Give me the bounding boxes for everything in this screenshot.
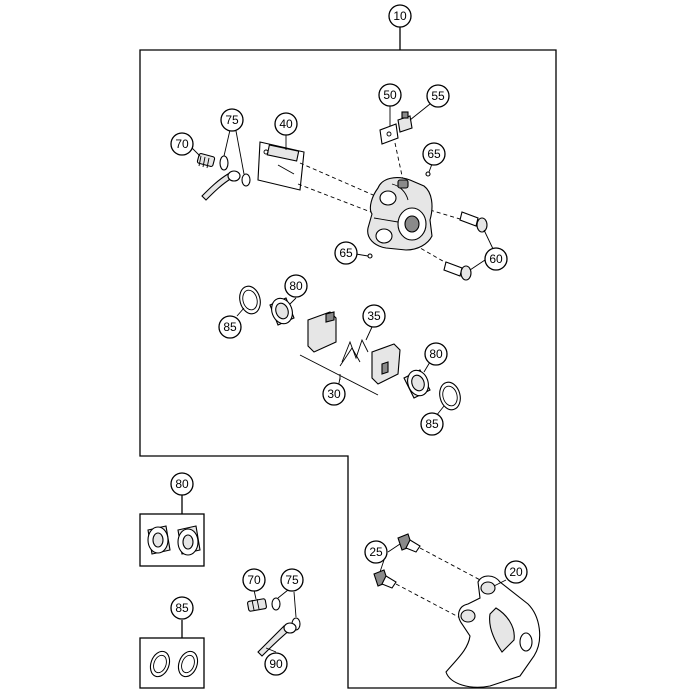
box-80-pistons <box>139 513 205 567</box>
part-25-screw-lower <box>373 569 397 589</box>
callout-25[interactable]: 25 <box>364 540 388 564</box>
callout-75-label: 75 <box>225 113 239 127</box>
leader-75a-1 <box>223 129 231 157</box>
part-35-spring <box>339 338 369 367</box>
part-55-bleeder-screw <box>397 111 413 133</box>
part-70-banjo-bolt <box>196 152 216 169</box>
spare-pistons <box>147 525 201 556</box>
leader-35 <box>365 326 373 341</box>
caliper-body <box>367 177 433 251</box>
part-20-caliper-bracket <box>445 575 541 688</box>
callout-30[interactable]: 30 <box>322 382 346 406</box>
part-30-pad-right <box>371 343 401 385</box>
leader-70a <box>191 147 201 157</box>
callout-70-label: 70 <box>175 137 189 151</box>
callout-90-label: 90 <box>269 657 283 671</box>
part-65-pin-top <box>425 171 431 177</box>
leader-75a-2 <box>235 130 245 175</box>
callout-70-bottom-label: 70 <box>247 573 261 587</box>
callout-50[interactable]: 50 <box>378 83 402 107</box>
dash-line <box>299 162 381 199</box>
callout-60-label: 60 <box>489 252 503 266</box>
callout-10[interactable]: 10 <box>388 4 412 28</box>
brake-hose-top <box>201 170 241 201</box>
callout-85-box[interactable]: 85 <box>170 596 194 620</box>
part-70-banjo-bolt-loose <box>247 598 267 612</box>
leader-20 <box>493 579 507 587</box>
part-80-piston-left <box>269 297 295 326</box>
callout-85-box-label: 85 <box>175 601 189 615</box>
callout-40[interactable]: 40 <box>274 112 298 136</box>
leader-25-1 <box>387 543 401 553</box>
callout-65-bottom[interactable]: 65 <box>334 241 358 265</box>
part-50-bleeder-cap <box>379 123 399 145</box>
callout-65-top[interactable]: 65 <box>422 142 446 166</box>
part-85-seal-right <box>439 381 461 411</box>
spare-seals <box>149 650 199 678</box>
callout-85-upper[interactable]: 85 <box>218 315 242 339</box>
part-85-seal-left <box>239 285 261 315</box>
callout-10-label: 10 <box>393 9 407 23</box>
callout-70-bottom[interactable]: 70 <box>242 568 266 592</box>
callout-80-right[interactable]: 80 <box>424 342 448 366</box>
leader-60-2 <box>469 259 486 271</box>
dash-line <box>297 183 377 215</box>
callout-65-top-label: 65 <box>427 147 441 161</box>
callout-80-upper[interactable]: 80 <box>284 274 308 298</box>
callout-40-label: 40 <box>279 117 293 131</box>
callout-90[interactable]: 90 <box>264 652 288 676</box>
part-60-bolt-upper <box>459 211 488 233</box>
leader-25-2 <box>379 559 385 573</box>
pad-group-bracket <box>299 354 379 396</box>
callout-35[interactable]: 35 <box>362 304 386 328</box>
callout-35-label: 35 <box>367 309 381 323</box>
callout-30-label: 30 <box>327 387 341 401</box>
part-60-bolt-lower <box>443 261 472 281</box>
callout-55-label: 55 <box>431 89 445 103</box>
leader-65b <box>355 253 369 257</box>
leader-80a <box>289 297 297 305</box>
leader-60-1 <box>483 229 495 252</box>
callout-75[interactable]: 75 <box>220 108 244 132</box>
callout-80-box[interactable]: 80 <box>170 472 194 496</box>
assembly-outline <box>139 49 557 689</box>
part-65-pin-bottom <box>367 253 373 259</box>
part-40-plate <box>257 141 305 191</box>
callout-25-label: 25 <box>369 545 383 559</box>
leader-90 <box>265 647 277 653</box>
part-30-pad-left <box>307 311 337 353</box>
callout-60[interactable]: 60 <box>484 247 508 271</box>
part-90-brake-hose <box>257 622 297 657</box>
callout-55[interactable]: 55 <box>426 84 450 108</box>
callout-20-label: 20 <box>509 565 523 579</box>
leader-75b-2 <box>293 591 297 618</box>
callout-85-upper-label: 85 <box>223 320 237 334</box>
callout-50-label: 50 <box>383 88 397 102</box>
part-25-screw-upper <box>397 533 421 553</box>
box-85-seals <box>139 637 205 689</box>
dash-line <box>395 583 469 623</box>
callout-80-box-label: 80 <box>175 477 189 491</box>
callout-85-right-label: 85 <box>425 417 439 431</box>
callout-70[interactable]: 70 <box>170 132 194 156</box>
callout-75-bottom-label: 75 <box>285 573 299 587</box>
dash-line <box>419 547 485 583</box>
callout-85-right[interactable]: 85 <box>420 412 444 436</box>
leader-55 <box>409 103 431 121</box>
part-80-piston-right <box>403 369 431 399</box>
leader-85a <box>236 307 245 317</box>
leader-80b <box>423 361 431 373</box>
callout-80-right-label: 80 <box>429 347 443 361</box>
callout-75-bottom[interactable]: 75 <box>280 568 304 592</box>
callout-20[interactable]: 20 <box>504 560 528 584</box>
callout-80-upper-label: 80 <box>289 279 303 293</box>
leader-75b-1 <box>277 589 289 599</box>
callout-65-bottom-label: 65 <box>339 246 353 260</box>
